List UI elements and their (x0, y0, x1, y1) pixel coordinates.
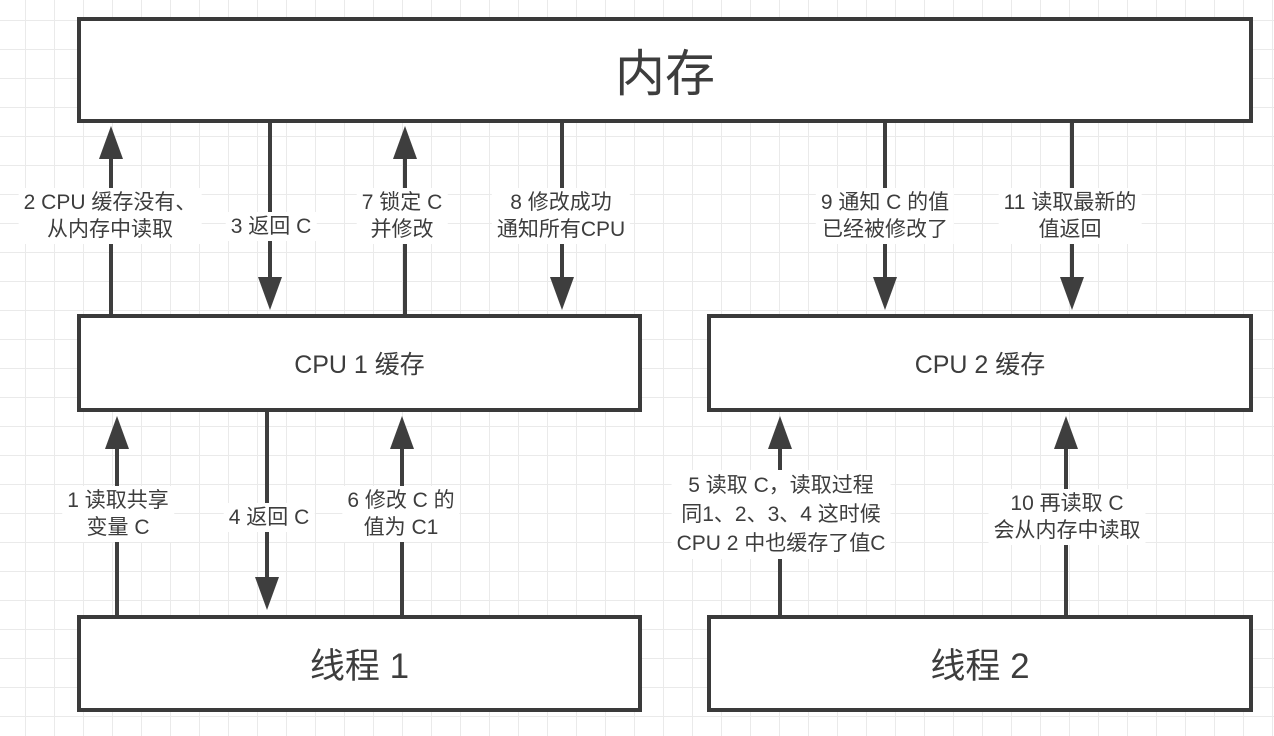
arrow-6-label-line-1: 6 修改 C 的 (347, 489, 455, 512)
arrow-7-label-line-2: 并修改 (370, 218, 434, 241)
arrow-11-label-line-1: 11 读取最新的 (1003, 191, 1137, 214)
arrow-9-label-line-1: 9 通知 C 的值 (820, 191, 950, 214)
arrow-up-icon (105, 416, 129, 449)
cpu2-cache-box: CPU 2 缓存 (707, 314, 1253, 412)
thread2-box-label: 线程 2 (930, 647, 1030, 686)
arrow-2-label-line-2: 从内存中读取 (47, 218, 173, 241)
arrow-5-label-line-3: CPU 2 中也缓存了值C (676, 532, 886, 555)
arrow-2-label-line-1: 2 CPU 缓存没有、 (23, 191, 197, 214)
cpu1-cache-box: CPU 1 缓存 (77, 314, 642, 412)
arrow-up-icon (768, 416, 792, 449)
arrow-down-icon (873, 277, 897, 310)
arrow-1-label-line-1: 1 读取共享 (67, 489, 169, 512)
arrow-5-label-line-1: 5 读取 C，读取过程 (688, 474, 874, 497)
cpu2-cache-box-label: CPU 2 缓存 (914, 351, 1046, 379)
arrow-down-icon (550, 277, 574, 310)
thread1-box: 线程 1 (77, 615, 642, 712)
arrow-10-label: 10 再读取 C 会从内存中读取 (988, 489, 1146, 545)
arrow-up-icon (1054, 416, 1078, 449)
arrow-8-label-line-1: 8 修改成功 (510, 191, 612, 214)
arrow-8-label-line-2: 通知所有CPU (496, 218, 626, 241)
arrow-up-icon (390, 416, 414, 449)
arrow-9-label: 9 通知 C 的值 已经被修改了 (815, 188, 955, 244)
arrow-9-label-line-2: 已经被修改了 (821, 218, 948, 241)
memory-box: 内存 (77, 17, 1253, 123)
arrow-6-label-line-2: 值为 C1 (363, 516, 439, 539)
arrow-1-label-line-2: 变量 C (86, 516, 150, 539)
arrow-3-label: 3 返回 C (225, 212, 317, 241)
arrow-11-label: 11 读取最新的 值返回 (998, 188, 1142, 244)
memory-box-label: 内存 (615, 46, 715, 102)
arrow-6-label: 6 修改 C 的 值为 C1 (342, 486, 460, 542)
arrow-7-label-line-1: 7 锁定 C (361, 191, 443, 214)
arrow-5-label: 5 读取 C，读取过程 同1、2、3、4 这时候 CPU 2 中也缓存了值C (671, 470, 891, 559)
arrow-8-label: 8 修改成功 通知所有CPU (491, 188, 631, 244)
arrow-down-icon (1060, 277, 1084, 310)
arrow-3-label-line-1: 3 返回 C (230, 215, 312, 238)
arrow-2-label: 2 CPU 缓存没有、 从内存中读取 (18, 188, 202, 244)
arrow-down-icon (258, 277, 282, 310)
thread1-box-label: 线程 1 (309, 647, 410, 686)
arrow-4-label: 4 返回 C (223, 503, 315, 532)
arrow-1-label: 1 读取共享 变量 C (62, 486, 174, 542)
arrow-7-label: 7 锁定 C 并修改 (356, 188, 448, 244)
arrow-10-label-line-1: 10 再读取 C (1010, 492, 1124, 515)
cpu1-cache-box-label: CPU 1 缓存 (294, 351, 425, 379)
thread2-box: 线程 2 (707, 615, 1253, 712)
arrow-down-icon (255, 577, 279, 610)
arrow-5-label-line-2: 同1、2、3、4 这时候 (681, 503, 881, 526)
arrow-4-label-line-1: 4 返回 C (228, 506, 310, 529)
arrow-11-label-line-2: 值返回 (1038, 218, 1102, 241)
arrow-10-label-line-2: 会从内存中读取 (993, 519, 1141, 542)
